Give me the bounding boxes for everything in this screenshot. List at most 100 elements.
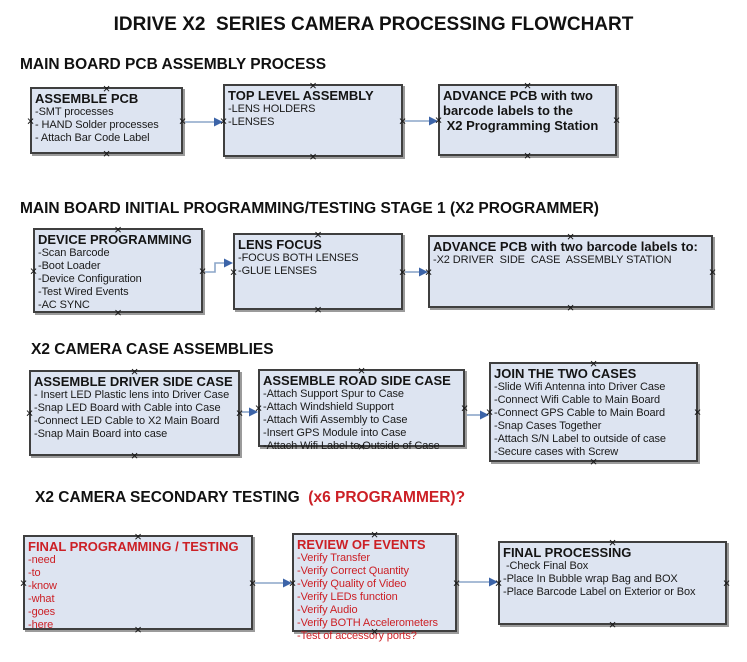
flow-box-review-of-events[interactable]: REVIEW OF EVENTS-Verify Transfer-Verify … xyxy=(289,528,461,642)
box-item: -Verify LEDs function xyxy=(297,591,398,603)
box-item: -to xyxy=(28,567,41,579)
box-item: -what xyxy=(28,593,55,605)
box-item: -SMT processes xyxy=(35,106,114,118)
shape-handle-bottom-icon[interactable]: × xyxy=(102,146,111,161)
box-item: -Attach Windshield Support xyxy=(263,401,394,413)
shape-handle-left-icon[interactable]: × xyxy=(19,575,28,590)
connector-arrow-final-prog-to-review[interactable] xyxy=(253,578,292,588)
shape-handle-left-icon[interactable]: × xyxy=(26,113,35,128)
box-item: -Verify Transfer xyxy=(297,552,370,564)
box-title: JOIN THE TWO CASES xyxy=(494,366,637,381)
box-item: -Check Final Box xyxy=(503,560,589,572)
box-item: -Place Barcode Label on Exterior or Box xyxy=(503,586,696,598)
box-item: -Attach S/N Label to outside of case xyxy=(494,433,666,445)
shape-handle-top-icon[interactable]: × xyxy=(357,363,366,378)
shape-handle-bottom-icon[interactable]: × xyxy=(134,622,142,637)
shape-handle-left-icon[interactable]: × xyxy=(25,405,34,421)
shape-handle-right-icon[interactable]: × xyxy=(452,575,461,590)
box-title: DEVICE PROGRAMMING xyxy=(38,232,192,247)
shape-handle-right-icon[interactable]: × xyxy=(398,113,407,128)
box-item: -Device Configuration xyxy=(38,273,142,285)
shape-handle-right-icon[interactable]: × xyxy=(460,400,469,416)
shape-handle-top-icon[interactable]: × xyxy=(608,535,617,550)
flow-box-lens-focus[interactable]: LENS FOCUS-FOCUS BOTH LENSES-GLUE LENSES… xyxy=(230,228,407,316)
section-header-case-assemblies: X2 CAMERA CASE ASSEMBLIES xyxy=(31,341,274,358)
shape-handle-left-icon[interactable]: × xyxy=(424,264,433,279)
box-item: - HAND Solder processes xyxy=(35,119,159,131)
shape-handle-left-icon[interactable]: × xyxy=(494,575,503,591)
shape-handle-bottom-icon[interactable]: × xyxy=(114,305,122,320)
flow-box-top-level-assembly[interactable]: TOP LEVEL ASSEMBLY-LENS HOLDERS-LENSES××… xyxy=(220,79,407,163)
flow-box-final-programming-testing[interactable]: FINAL PROGRAMMING / TESTING-need-to-know… xyxy=(20,530,257,636)
flow-box-assemble-road-side-case[interactable]: ASSEMBLE ROAD SIDE CASE-Attach Support S… xyxy=(255,364,469,453)
flow-box-join-the-two-cases[interactable]: JOIN THE TWO CASES-Slide Wifi Antenna in… xyxy=(486,357,702,468)
shape-handle-top-icon[interactable]: × xyxy=(370,527,379,542)
shape-handle-left-icon[interactable]: × xyxy=(219,113,228,128)
shape-handle-right-icon[interactable]: × xyxy=(693,404,702,420)
box-item: -Attach Wifi Label to Outside of Case xyxy=(263,440,440,452)
shape-handle-right-icon[interactable]: × xyxy=(235,405,244,421)
shape-handle-left-icon[interactable]: × xyxy=(254,400,263,416)
box-item: -Verify BOTH Accelerometers xyxy=(297,617,438,629)
shape-handle-top-icon[interactable]: × xyxy=(523,78,532,93)
flow-box-advance-pcb-programming-station[interactable]: ADVANCE PCB with two barcode labels to t… xyxy=(435,79,621,162)
box-title: FINAL PROGRAMMING / TESTING xyxy=(28,539,239,554)
shape-handle-top-icon[interactable]: × xyxy=(134,529,142,544)
connector-arrow-top-level-to-advance[interactable] xyxy=(403,116,438,126)
shape-handle-right-icon[interactable]: × xyxy=(248,575,257,590)
shape-handle-bottom-icon[interactable]: × xyxy=(370,624,379,639)
box-item: -X2 DRIVER SIDE CASE ASSEMBLY STATION xyxy=(433,254,672,266)
shape-handle-right-icon[interactable]: × xyxy=(178,113,187,128)
box-title: ADVANCE PCB with two barcode labels to t… xyxy=(443,88,599,133)
shape-handle-bottom-icon[interactable]: × xyxy=(309,149,317,164)
box-title: ASSEMBLE DRIVER SIDE CASE xyxy=(34,374,233,389)
shape-handle-bottom-icon[interactable]: × xyxy=(314,302,322,317)
section-header-pcb-assembly: MAIN BOARD PCB ASSEMBLY PROCESS xyxy=(20,56,327,73)
shape-handle-bottom-icon[interactable]: × xyxy=(608,617,617,632)
box-item: - Insert LED Plastic lens into Driver Ca… xyxy=(34,389,230,401)
shape-handle-left-icon[interactable]: × xyxy=(434,112,443,128)
box-item: -need xyxy=(28,554,56,566)
shape-handle-left-icon[interactable]: × xyxy=(29,263,38,278)
shape-handle-top-icon[interactable]: × xyxy=(589,356,598,371)
shape-handle-left-icon[interactable]: × xyxy=(485,404,494,420)
shape-handle-left-icon[interactable]: × xyxy=(288,575,297,590)
box-item: -GLUE LENSES xyxy=(238,265,317,277)
box-item: -Verify Correct Quantity xyxy=(297,565,409,577)
flow-box-device-programming[interactable]: DEVICE PROGRAMMING-Scan Barcode-Boot Loa… xyxy=(30,223,207,319)
shape-handle-bottom-icon[interactable]: × xyxy=(357,439,366,454)
connector-arrow-review-to-final-processing[interactable] xyxy=(456,577,498,587)
box-item: -Test of accessory ports? xyxy=(297,630,417,642)
box-item: -Slide Wifi Antenna into Driver Case xyxy=(494,381,666,393)
shape-handle-right-icon[interactable]: × xyxy=(398,264,407,279)
box-title: REVIEW OF EVENTS xyxy=(297,537,426,552)
shape-handle-left-icon[interactable]: × xyxy=(229,264,238,279)
shape-handle-bottom-icon[interactable]: × xyxy=(566,300,575,315)
page-title: IDRIVE X2 SERIES CAMERA PROCESSING FLOWC… xyxy=(113,14,634,35)
shape-handle-bottom-icon[interactable]: × xyxy=(523,148,532,163)
shape-handle-right-icon[interactable]: × xyxy=(198,263,207,278)
flow-box-assemble-pcb[interactable]: ASSEMBLE PCB-SMT processes- HAND Solder … xyxy=(27,82,187,160)
box-title: ASSEMBLE ROAD SIDE CASE xyxy=(263,373,451,388)
shape-handle-right-icon[interactable]: × xyxy=(708,264,717,279)
box-item: -LENS HOLDERS xyxy=(228,103,316,115)
flow-box-final-processing[interactable]: FINAL PROCESSING -Check Final Box-Place … xyxy=(495,536,731,631)
shape-handle-right-icon[interactable]: × xyxy=(722,575,731,591)
shape-handle-top-icon[interactable]: × xyxy=(309,78,317,93)
shape-handle-top-icon[interactable]: × xyxy=(102,81,111,96)
shape-handle-top-icon[interactable]: × xyxy=(314,227,322,242)
shape-handle-top-icon[interactable]: × xyxy=(114,222,122,237)
box-item: -Snap LED Board with Cable into Case xyxy=(34,402,221,414)
box-item: -Secure cases with Screw xyxy=(494,446,619,458)
box-item: -goes xyxy=(28,606,56,618)
connector-arrow-pcb-to-top-level[interactable] xyxy=(185,117,223,127)
shape-handle-top-icon[interactable]: × xyxy=(566,229,575,244)
box-item: -Verify Quality of Video xyxy=(297,578,407,590)
shape-handle-top-icon[interactable]: × xyxy=(130,364,139,379)
shape-handle-bottom-icon[interactable]: × xyxy=(130,448,139,463)
box-item: -Snap Main Board into case xyxy=(34,428,168,440)
shape-handle-right-icon[interactable]: × xyxy=(612,112,621,128)
shape-handle-bottom-icon[interactable]: × xyxy=(589,454,598,469)
flow-box-advance-pcb-driver-side[interactable]: ADVANCE PCB with two barcode labels to:-… xyxy=(425,230,717,314)
flow-box-assemble-driver-side-case[interactable]: ASSEMBLE DRIVER SIDE CASE- Insert LED Pl… xyxy=(26,365,244,462)
